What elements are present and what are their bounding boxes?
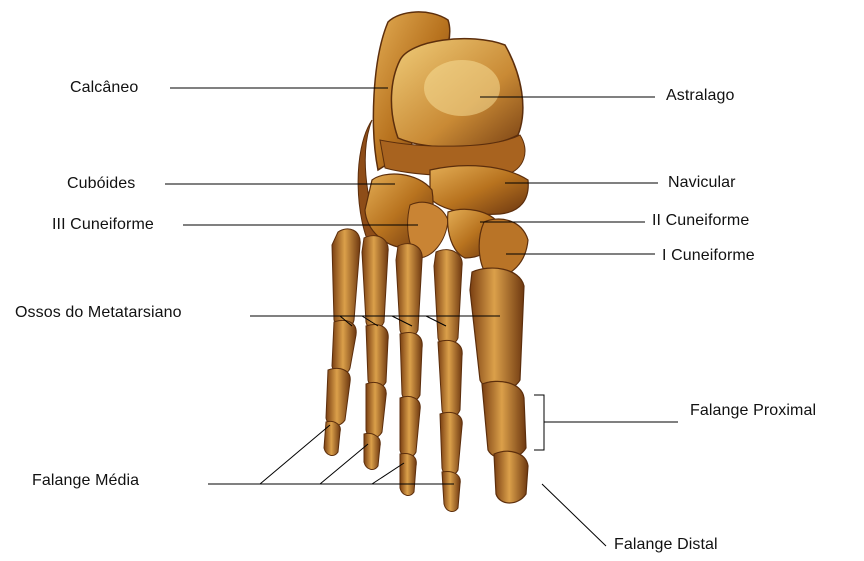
- toe-ray-4: [362, 236, 388, 470]
- label-cuboides: Cubóides: [67, 175, 135, 193]
- leader-falange-distal: [542, 484, 606, 546]
- label-astralago: Astralago: [666, 87, 735, 105]
- label-i-cuneiforme: I Cuneiforme: [662, 247, 755, 265]
- label-metatarsiano: Ossos do Metatarsiano: [15, 304, 182, 322]
- label-falange-distal: Falange Distal: [614, 536, 718, 554]
- label-calcaneo: Calcâneo: [70, 79, 138, 97]
- label-iii-cuneiforme: III Cuneiforme: [52, 216, 154, 234]
- toe-ray-1-hallux: [470, 268, 528, 503]
- bracket-falange-proximal: [534, 395, 544, 450]
- toe-ray-5: [324, 229, 360, 456]
- label-falange-media: Falange Média: [32, 472, 139, 490]
- navicular-bone: [430, 166, 528, 215]
- label-falange-proximal: Falange Proximal: [690, 402, 816, 420]
- label-navicular: Navicular: [668, 174, 736, 192]
- toe-ray-2: [434, 250, 462, 512]
- talus-bone: [391, 39, 522, 148]
- label-ii-cuneiforme: II Cuneiforme: [652, 212, 749, 230]
- toe-ray-3: [396, 244, 422, 496]
